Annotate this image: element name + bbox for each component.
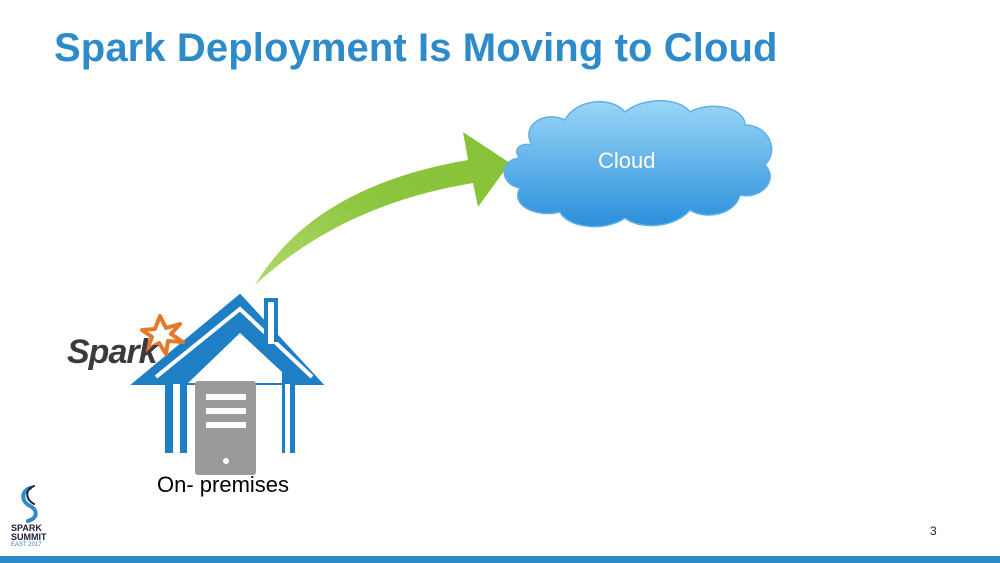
arrow-icon — [255, 132, 510, 285]
cloud-icon — [503, 100, 773, 228]
page-number: 3 — [930, 524, 937, 538]
server-icon — [195, 381, 256, 475]
spark-summit-logo-icon — [21, 485, 38, 523]
slide-title: Spark Deployment Is Moving to Cloud — [54, 26, 778, 70]
summit-logo-line2: SUMMIT — [11, 532, 47, 542]
summit-logo-line1: SPARK — [11, 523, 42, 533]
footer-bar — [0, 556, 1000, 563]
cloud-label: Cloud — [598, 148, 656, 173]
spark-star-icon — [140, 314, 185, 356]
spark-logo: Spark — [67, 333, 157, 371]
summit-logo-line3: EAST 2017 — [11, 542, 42, 548]
on-premises-label: On- premises — [157, 472, 290, 497]
house-icon — [130, 293, 325, 453]
